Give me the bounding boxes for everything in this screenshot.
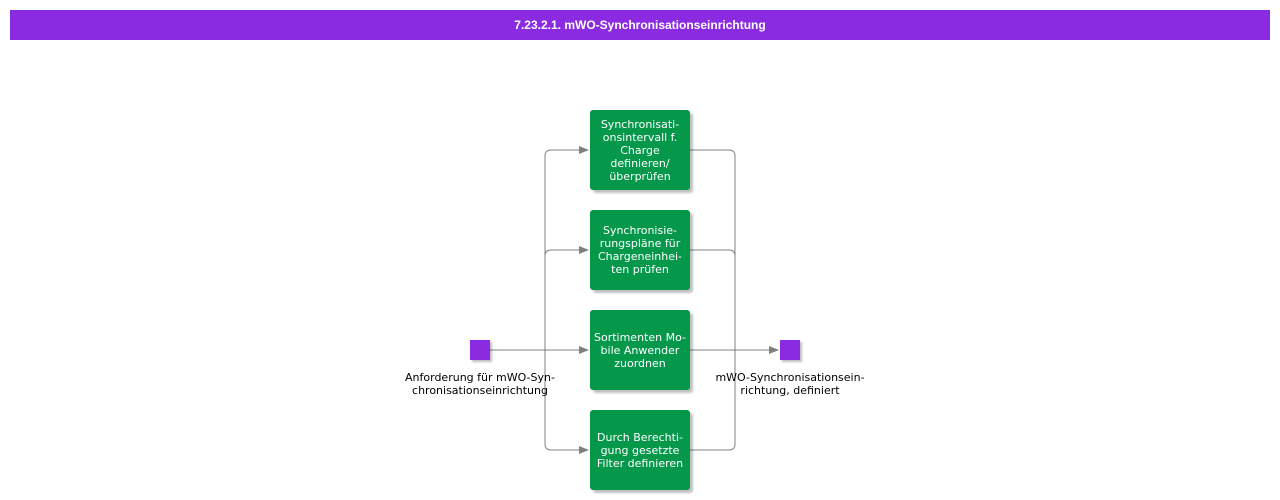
activity-synchronisierungsplaene[interactable]: Synchronisie- rungspläne für Chargeneinh… — [590, 210, 690, 290]
activity-label: Sortimenten Mo- bile Anwender zuordnen — [593, 330, 686, 370]
activity-synchronisationsintervall[interactable]: Synchronisati- onsintervall f. Charge de… — [590, 110, 690, 190]
activity-label: Synchronisati- onsintervall f. Charge de… — [600, 117, 680, 183]
connector-split-4 — [544, 350, 589, 454]
diagram-title-bar: 7.23.2.1. mWO-Synchronisationseinrichtun… — [10, 10, 1270, 40]
activity-filter-definieren[interactable]: Durch Berechti- gung gesetzte Filter def… — [590, 410, 690, 490]
activity-sortimenten-zuordnen[interactable]: Sortimenten Mo- bile Anwender zuordnen — [590, 310, 690, 390]
connector-split-1 — [544, 146, 589, 350]
start-event[interactable] — [470, 340, 490, 360]
activity-label: Durch Berechti- gung gesetzte Filter def… — [596, 430, 684, 470]
start-event-label: Anforderung für mWO-Syn- chronisationsei… — [405, 371, 555, 397]
connector-join-2 — [690, 249, 736, 257]
connector-split-2 — [544, 246, 589, 257]
end-event[interactable] — [780, 340, 800, 360]
connector-join-1 — [690, 149, 736, 350]
activity-label: Synchronisie- rungspläne für Chargeneinh… — [597, 224, 682, 276]
end-event-label: mWO-Synchronisationsein- richtung, defin… — [715, 371, 865, 397]
diagram-title: 7.23.2.1. mWO-Synchronisationseinrichtun… — [514, 18, 766, 32]
connector-join-4 — [690, 350, 736, 451]
